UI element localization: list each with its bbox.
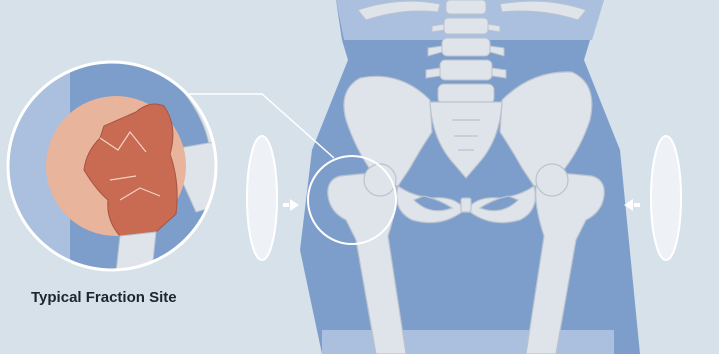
left-pad [247,136,277,260]
caption-typical-fracture-site: Typical Fraction Site [31,289,177,306]
arrow-right-icon [283,199,299,211]
arrow-left-icon [624,199,640,211]
right-pad [651,136,681,260]
